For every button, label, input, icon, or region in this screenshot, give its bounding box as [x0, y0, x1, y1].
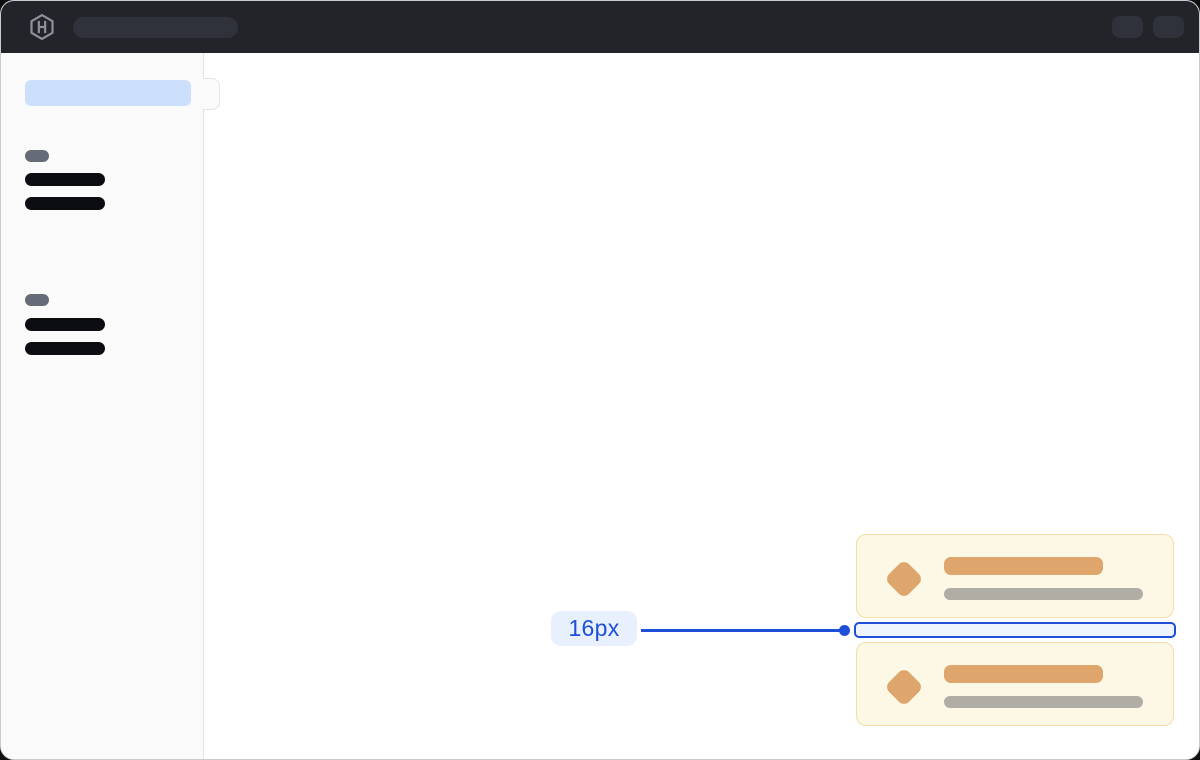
- list-card[interactable]: [856, 642, 1174, 726]
- sidebar-link-skeleton[interactable]: [25, 197, 105, 210]
- annotation-leader-line: [641, 629, 841, 632]
- card-title-skeleton: [944, 665, 1103, 683]
- search-input-skeleton[interactable]: [73, 16, 238, 38]
- sidebar-section-label-skeleton: [25, 294, 49, 306]
- sidebar-collapse-handle[interactable]: [203, 78, 220, 110]
- sidebar-section-label-skeleton: [25, 150, 49, 162]
- list-card[interactable]: [856, 534, 1174, 618]
- topbar-actions: [1112, 16, 1184, 38]
- annotation-dot: [839, 625, 850, 636]
- card-subtitle-skeleton: [944, 588, 1143, 600]
- card-title-skeleton: [944, 557, 1103, 575]
- spacing-label-badge: 16px: [551, 611, 637, 646]
- spacing-label-text: 16px: [568, 615, 620, 641]
- diamond-icon: [884, 559, 924, 599]
- sidebar-link-skeleton[interactable]: [25, 342, 105, 355]
- spacing-highlight-region: [854, 622, 1176, 638]
- topbar-button-skeleton-1[interactable]: [1112, 16, 1143, 38]
- sidebar-link-skeleton[interactable]: [25, 173, 105, 186]
- sidebar-selected-item-skeleton[interactable]: [25, 80, 191, 106]
- topbar: [1, 1, 1199, 53]
- card-subtitle-skeleton: [944, 696, 1143, 708]
- sidebar-link-skeleton[interactable]: [25, 318, 105, 331]
- sidebar: [1, 53, 204, 759]
- diamond-icon: [884, 667, 924, 707]
- topbar-button-skeleton-2[interactable]: [1153, 16, 1184, 38]
- hashicorp-logo-icon: [27, 12, 57, 42]
